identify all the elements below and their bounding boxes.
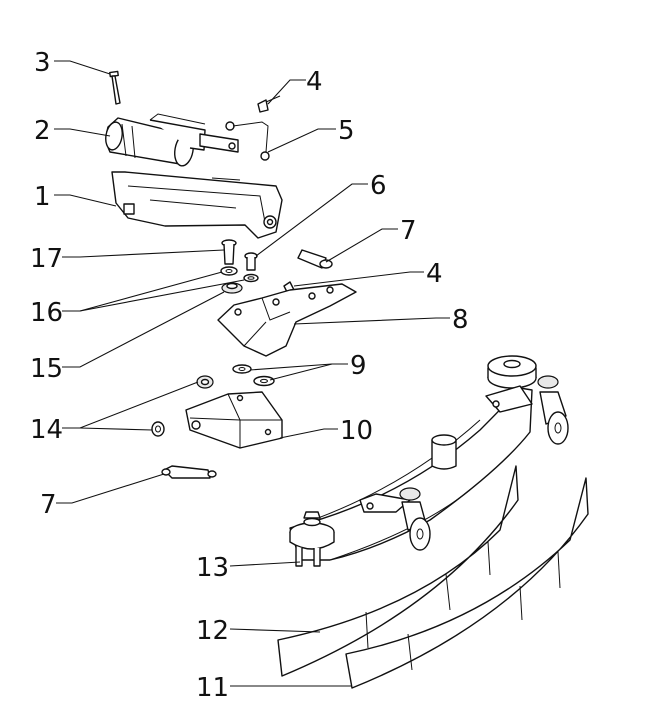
part-6-bolt bbox=[244, 252, 258, 271]
part-7-pin-top bbox=[297, 249, 333, 269]
callout-3: 3 bbox=[34, 48, 51, 78]
callout-12: 12 bbox=[196, 616, 229, 646]
callout-5: 5 bbox=[338, 116, 355, 146]
part-3-bolt bbox=[109, 70, 121, 105]
callout-16: 16 bbox=[30, 298, 63, 328]
callout-2: 2 bbox=[34, 116, 51, 146]
callout-10: 10 bbox=[340, 416, 373, 446]
callout-8: 8 bbox=[452, 305, 469, 335]
part-14-nut-washer bbox=[151, 375, 214, 437]
callout-7-top: 7 bbox=[400, 216, 417, 246]
callout-11: 11 bbox=[196, 673, 229, 703]
part-13-left-pulley bbox=[289, 487, 431, 567]
part-15-bushing bbox=[221, 282, 243, 294]
part-11-skirt-lower bbox=[345, 477, 589, 689]
callout-7-bottom: 7 bbox=[40, 490, 57, 520]
callout-9: 9 bbox=[350, 351, 367, 381]
leader-lines bbox=[54, 60, 450, 687]
callout-6: 6 bbox=[370, 171, 387, 201]
mower-deck-frame bbox=[289, 387, 533, 561]
callout-13: 13 bbox=[196, 553, 229, 583]
callout-4-mid: 4 bbox=[426, 259, 443, 289]
part-1-frame bbox=[111, 171, 283, 239]
part-2-actuator bbox=[105, 113, 239, 167]
callout-15: 15 bbox=[30, 354, 63, 384]
part-5-cable bbox=[225, 121, 270, 161]
callout-labels: 3 4 2 5 1 6 7 4 17 16 8 15 9 14 10 7 13 … bbox=[30, 48, 469, 703]
part-7-pin-bottom bbox=[161, 465, 217, 479]
part-16-washers bbox=[220, 266, 259, 283]
part-12-skirt-upper bbox=[277, 465, 519, 677]
callout-17: 17 bbox=[30, 244, 63, 274]
part-10-bracket bbox=[185, 391, 283, 449]
part-17-bolt bbox=[221, 239, 237, 265]
callout-4-top: 4 bbox=[306, 67, 323, 97]
part-4-screw-top bbox=[257, 95, 281, 113]
part-8-plate bbox=[217, 283, 357, 357]
part-9-washers bbox=[232, 364, 275, 387]
right-pulley-caster bbox=[485, 355, 569, 445]
callout-14: 14 bbox=[30, 415, 63, 445]
callout-1: 1 bbox=[34, 182, 51, 212]
